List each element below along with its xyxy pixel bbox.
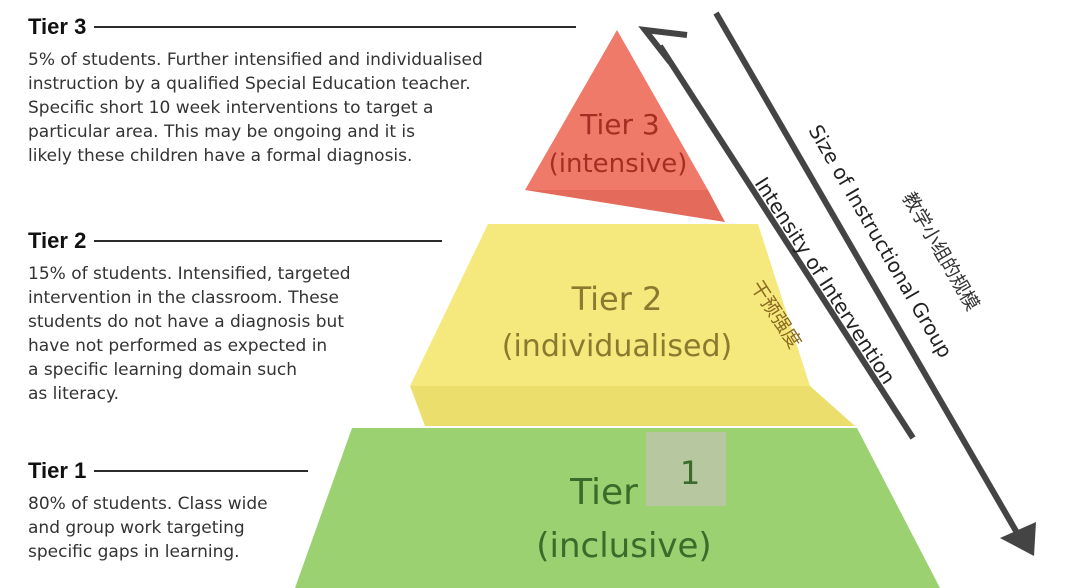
tier-3-description-line: Specific short 10 week interventions to …	[28, 98, 434, 118]
tier-3-pyramid-sublabel: (intensive)	[549, 149, 688, 179]
tier-1-heading: Tier 1	[28, 458, 87, 483]
intensity-arrowhead-icon	[638, 26, 688, 64]
intensity-arrow-shaft	[657, 44, 916, 440]
tier-2-description-line: students do not have a diagnosis but	[28, 312, 344, 332]
tier-1-pyramid-label: Tier	[569, 472, 638, 513]
tier-2-description-line: as literacy.	[28, 384, 120, 404]
tier-2-description-line: have not performed as expected in	[28, 336, 328, 356]
tier-2-description-block: Tier 2 15% of students. Intensified, tar…	[28, 228, 443, 406]
tier-3-description-block: Tier 3 5% of students. Further intensifi…	[28, 14, 577, 168]
tier-3-description-line: instruction by a qualified Special Educa…	[28, 74, 471, 94]
tier-3-description-line: likely these children have a formal diag…	[28, 146, 413, 166]
tier-1-pyramid-sublabel: (inclusive)	[536, 526, 711, 566]
tier-2-pyramid-label: Tier 2	[571, 280, 663, 318]
tier-1-description-block: Tier 1 80% of students. Class wide and g…	[28, 458, 309, 564]
tier-3-description-line: 5% of students. Further intensified and …	[28, 50, 483, 70]
tier-1-description: 80% of students. Class wide and group wo…	[28, 492, 308, 564]
tier-1-trapezoid	[295, 428, 940, 588]
tier-2-description: 15% of students. Intensified, targeted i…	[28, 262, 442, 406]
tier-3-description-line: particular area. This may be ongoing and…	[28, 122, 416, 142]
tier-1-rule	[94, 470, 309, 472]
tier-3-pyramid-label: Tier 3	[579, 108, 659, 141]
tier-2-heading: Tier 2	[28, 228, 87, 253]
tier-1-number-text: 1	[680, 454, 700, 492]
size-arrowhead-icon	[1000, 522, 1036, 556]
tier-2-description-line: intervention in the classroom. These	[28, 288, 339, 308]
tier-2-trapezoid	[410, 224, 810, 386]
tier-3-description: 5% of students. Further intensified and …	[28, 48, 576, 168]
tier-2-description-line: a specific learning domain such	[28, 360, 298, 380]
tier-2-rule	[94, 240, 443, 242]
size-arrow-shaft	[713, 11, 1023, 540]
tier-3-side-face	[525, 190, 725, 222]
tier-2-description-line: 15% of students. Intensified, targeted	[28, 264, 351, 284]
tier-3-heading: Tier 3	[28, 14, 87, 39]
tier-1-description-line: 80% of students. Class wide	[28, 494, 268, 514]
tier-2-pyramid-sublabel: (individualised)	[502, 329, 732, 364]
tier-3-rule	[94, 26, 577, 28]
tier-1-description-line: specific gaps in learning.	[28, 542, 240, 562]
tier-2-side-face	[410, 386, 855, 426]
tier-3-triangle	[525, 30, 708, 190]
tier-1-number-badge	[646, 432, 726, 506]
tier-1-description-line: and group work targeting	[28, 518, 245, 538]
